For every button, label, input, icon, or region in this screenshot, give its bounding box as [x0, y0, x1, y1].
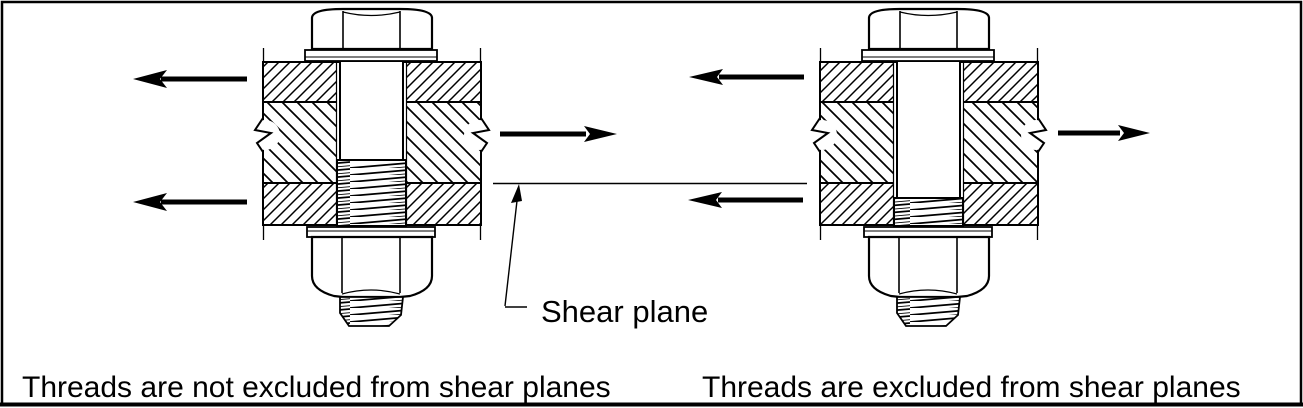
caption-right: Threads are excluded from shear planes	[702, 371, 1241, 404]
protruding-thread-stub	[896, 296, 962, 327]
shear-plane-callout: Shear plane	[493, 182, 807, 329]
right-force-arrow-icon	[1118, 125, 1150, 141]
leader-arrowhead-icon	[511, 184, 522, 203]
force-arrows	[133, 69, 1150, 211]
callout-leader-line	[504, 191, 527, 308]
shear-plane-label: Shear plane	[541, 294, 708, 329]
left-force-arrow-icon	[133, 70, 167, 88]
washer-top	[304, 49, 438, 62]
bolt-head	[867, 7, 991, 51]
bolt-assembly-right	[807, 7, 1051, 327]
left-force-arrow-icon	[688, 192, 722, 208]
bolt-shank	[896, 60, 961, 199]
bolt-threads-in-shear-plane	[336, 159, 407, 227]
bolt-head-chamfer-arc	[899, 11, 958, 17]
bolt-assembly-left	[250, 7, 494, 327]
nut-chamfer-arc	[341, 289, 401, 295]
washer-bottom	[306, 226, 436, 238]
washer-bottom	[863, 226, 993, 238]
break-symbol-mask	[464, 120, 494, 150]
protruding-thread-stub	[339, 296, 405, 327]
break-symbol-mask	[807, 120, 837, 150]
caption-left: Threads are not excluded from shear plan…	[22, 371, 611, 404]
plate-break-symbol	[1027, 117, 1048, 153]
nut-chamfer-arc	[898, 289, 958, 295]
plate-break-symbol	[810, 117, 831, 153]
hex-nut	[310, 235, 434, 299]
bolt-head	[310, 7, 434, 51]
left-force-arrow-icon	[689, 69, 723, 85]
bolt-threads-below-shear-plane	[893, 197, 964, 227]
washer-top	[861, 49, 995, 62]
plate-break-symbol	[470, 117, 491, 153]
break-symbol-mask	[250, 120, 280, 150]
bolt-shank	[339, 60, 404, 161]
break-symbol-mask	[1021, 120, 1051, 150]
right-force-arrow-icon	[584, 126, 617, 142]
plate-break-symbol	[253, 117, 274, 153]
left-force-arrow-icon	[133, 193, 167, 211]
bolt-head-chamfer-arc	[342, 11, 401, 17]
hex-nut	[867, 235, 991, 299]
